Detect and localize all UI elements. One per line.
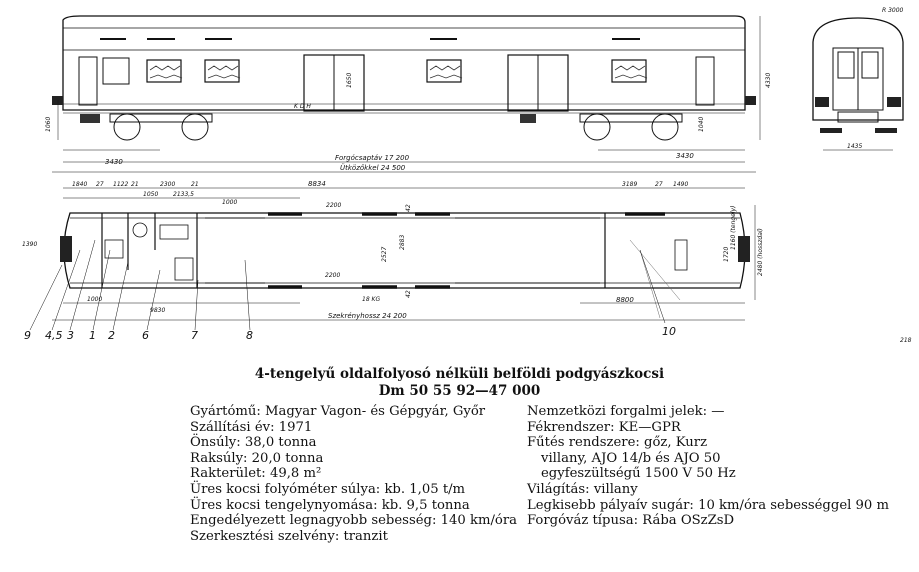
dim-8834: 8834 bbox=[308, 180, 326, 188]
spec-vilagitas: Világítás: villany bbox=[527, 481, 638, 497]
spec-szelveny: Szerkesztési szelvény: tranzit bbox=[190, 528, 388, 544]
dim-1040: 1040 bbox=[698, 117, 705, 132]
spec-futes: Fűtés rendszere: gőz, Kurz bbox=[527, 435, 708, 451]
spec-gyartomu: Gyártómű: Magyar Vagon- és Gépgyár, Győr bbox=[190, 404, 486, 419]
dim-szekreny: Szekrényhossz 24 200 bbox=[328, 312, 407, 320]
dim-1000: 1000 bbox=[222, 199, 237, 206]
spec-raksuly: Raksúly: 20,0 tonna bbox=[190, 450, 324, 466]
dim-2200: 2200 bbox=[326, 202, 341, 209]
spec-palyaiv: Legkisebb pályaív sugár: 10 km/óra sebes… bbox=[527, 497, 890, 513]
callout-7: 7 bbox=[191, 329, 198, 342]
callout-3: 3 bbox=[67, 329, 74, 342]
dim-kdh: K D H bbox=[294, 103, 311, 110]
specs-left: Gyártómű: Magyar Vagon- és Gépgyár, Győr… bbox=[190, 404, 517, 544]
callout-4-5: 4,5 bbox=[45, 329, 63, 342]
dim-1435: 1435 bbox=[847, 143, 862, 150]
dim-1840: 1840 bbox=[72, 181, 87, 188]
end-view: 1435 R 3000 bbox=[812, 7, 904, 151]
dim-6800: 8800 bbox=[616, 296, 634, 304]
callout-9: 9 bbox=[24, 329, 31, 342]
spec-szallitasi-ev: Szállítási év: 1971 bbox=[190, 419, 313, 435]
dim-4330: 4330 bbox=[765, 73, 772, 88]
callout-8: 8 bbox=[246, 329, 253, 342]
dim-3430-left: 3430 bbox=[105, 158, 123, 166]
spec-forgalmi-jelek: Nemzetközi forgalmi jelek: — bbox=[527, 404, 725, 419]
dim-21: 21 bbox=[131, 181, 139, 188]
dim-2527: 2527 bbox=[381, 247, 388, 262]
dim-2883: 2883 bbox=[399, 235, 406, 250]
dim-2133: 2133,5 bbox=[173, 191, 194, 198]
dim-1390: 1390 bbox=[22, 241, 37, 248]
page-title: 4-tengelyű oldalfolyosó nélküli belföldi… bbox=[254, 366, 665, 382]
spec-fekrendszer: Fékrendszer: KE—GPR bbox=[527, 419, 681, 435]
spec-folyometer-suly: Üres kocsi folyóméter súlya: kb. 1,05 t/… bbox=[190, 481, 466, 497]
dim-3430-right: 3430 bbox=[676, 152, 694, 160]
dim-42b: 42 bbox=[405, 290, 412, 298]
dim-2300: 2300 bbox=[160, 181, 175, 188]
dim-27r: 27 bbox=[655, 181, 663, 188]
dim-2200b: 2200 bbox=[325, 272, 340, 279]
technical-drawing: Forgócsaptáv 17 200 Ütközőkkel 24 500 34… bbox=[22, 7, 912, 344]
dim-forgocsap: Forgócsaptáv 17 200 bbox=[335, 154, 410, 162]
dim-r3000: R 3000 bbox=[882, 7, 904, 14]
vehicle-designation: Dm 50 55 92—47 000 bbox=[378, 383, 541, 399]
dim-1060: 1060 bbox=[45, 117, 52, 132]
dim-2480: 2480 (hosszdal) bbox=[757, 228, 764, 276]
spec-rakterulet: Rakterület: 49,8 m² bbox=[190, 466, 322, 482]
side-elevation: Forgócsaptáv 17 200 Ütközőkkel 24 500 34… bbox=[45, 15, 772, 173]
dim-42: 42 bbox=[405, 204, 412, 212]
dim-1160: 1160 (tengely) bbox=[730, 206, 737, 250]
dim-9830: 9830 bbox=[150, 307, 165, 314]
dim-1490: 1490 bbox=[673, 181, 688, 188]
callout-1: 1 bbox=[89, 329, 96, 342]
dim-27: 27 bbox=[96, 181, 104, 188]
page-number: 218 bbox=[900, 337, 912, 344]
dim-1050: 1050 bbox=[143, 191, 158, 198]
dim-utkozok: Ütközőkkel 24 500 bbox=[340, 163, 406, 172]
dim-1122: 1122 bbox=[113, 181, 128, 188]
spec-futes-line-3: egyfeszültségű 1500 V 50 Hz bbox=[541, 466, 736, 482]
callouts: 9 4,5 3 1 2 6 7 8 10 bbox=[24, 239, 676, 342]
dim-1720: 1720 bbox=[723, 247, 730, 262]
callout-10: 10 bbox=[662, 325, 676, 338]
spec-forgovaz: Forgóváz típusa: Rába OSzZsD bbox=[527, 513, 735, 529]
callout-6: 6 bbox=[142, 329, 149, 342]
spec-sebesseg: Engedélyezett legnagyobb sebesség: 140 k… bbox=[190, 513, 518, 529]
specs-right: Nemzetközi forgalmi jelek: — Fékrendszer… bbox=[527, 404, 889, 529]
spec-tengelynyomas: Üres kocsi tengelynyomása: kb. 9,5 tonna bbox=[190, 497, 470, 513]
dim-800: 1000 bbox=[87, 296, 102, 303]
dim-1650: 1650 bbox=[346, 73, 353, 88]
dim-18kg: 18 KG bbox=[362, 296, 380, 303]
spec-onsuly: Önsúly: 38,0 tonna bbox=[190, 435, 317, 451]
dim-21b: 21 bbox=[191, 181, 199, 188]
plan-view: 1840 27 1122 21 2300 21 1050 2133,5 1000… bbox=[22, 180, 764, 321]
dim-3189: 3189 bbox=[622, 181, 637, 188]
spec-futes-line-2: villany, AJO 14/b és AJO 50 bbox=[541, 450, 721, 466]
callout-2: 2 bbox=[108, 329, 115, 342]
